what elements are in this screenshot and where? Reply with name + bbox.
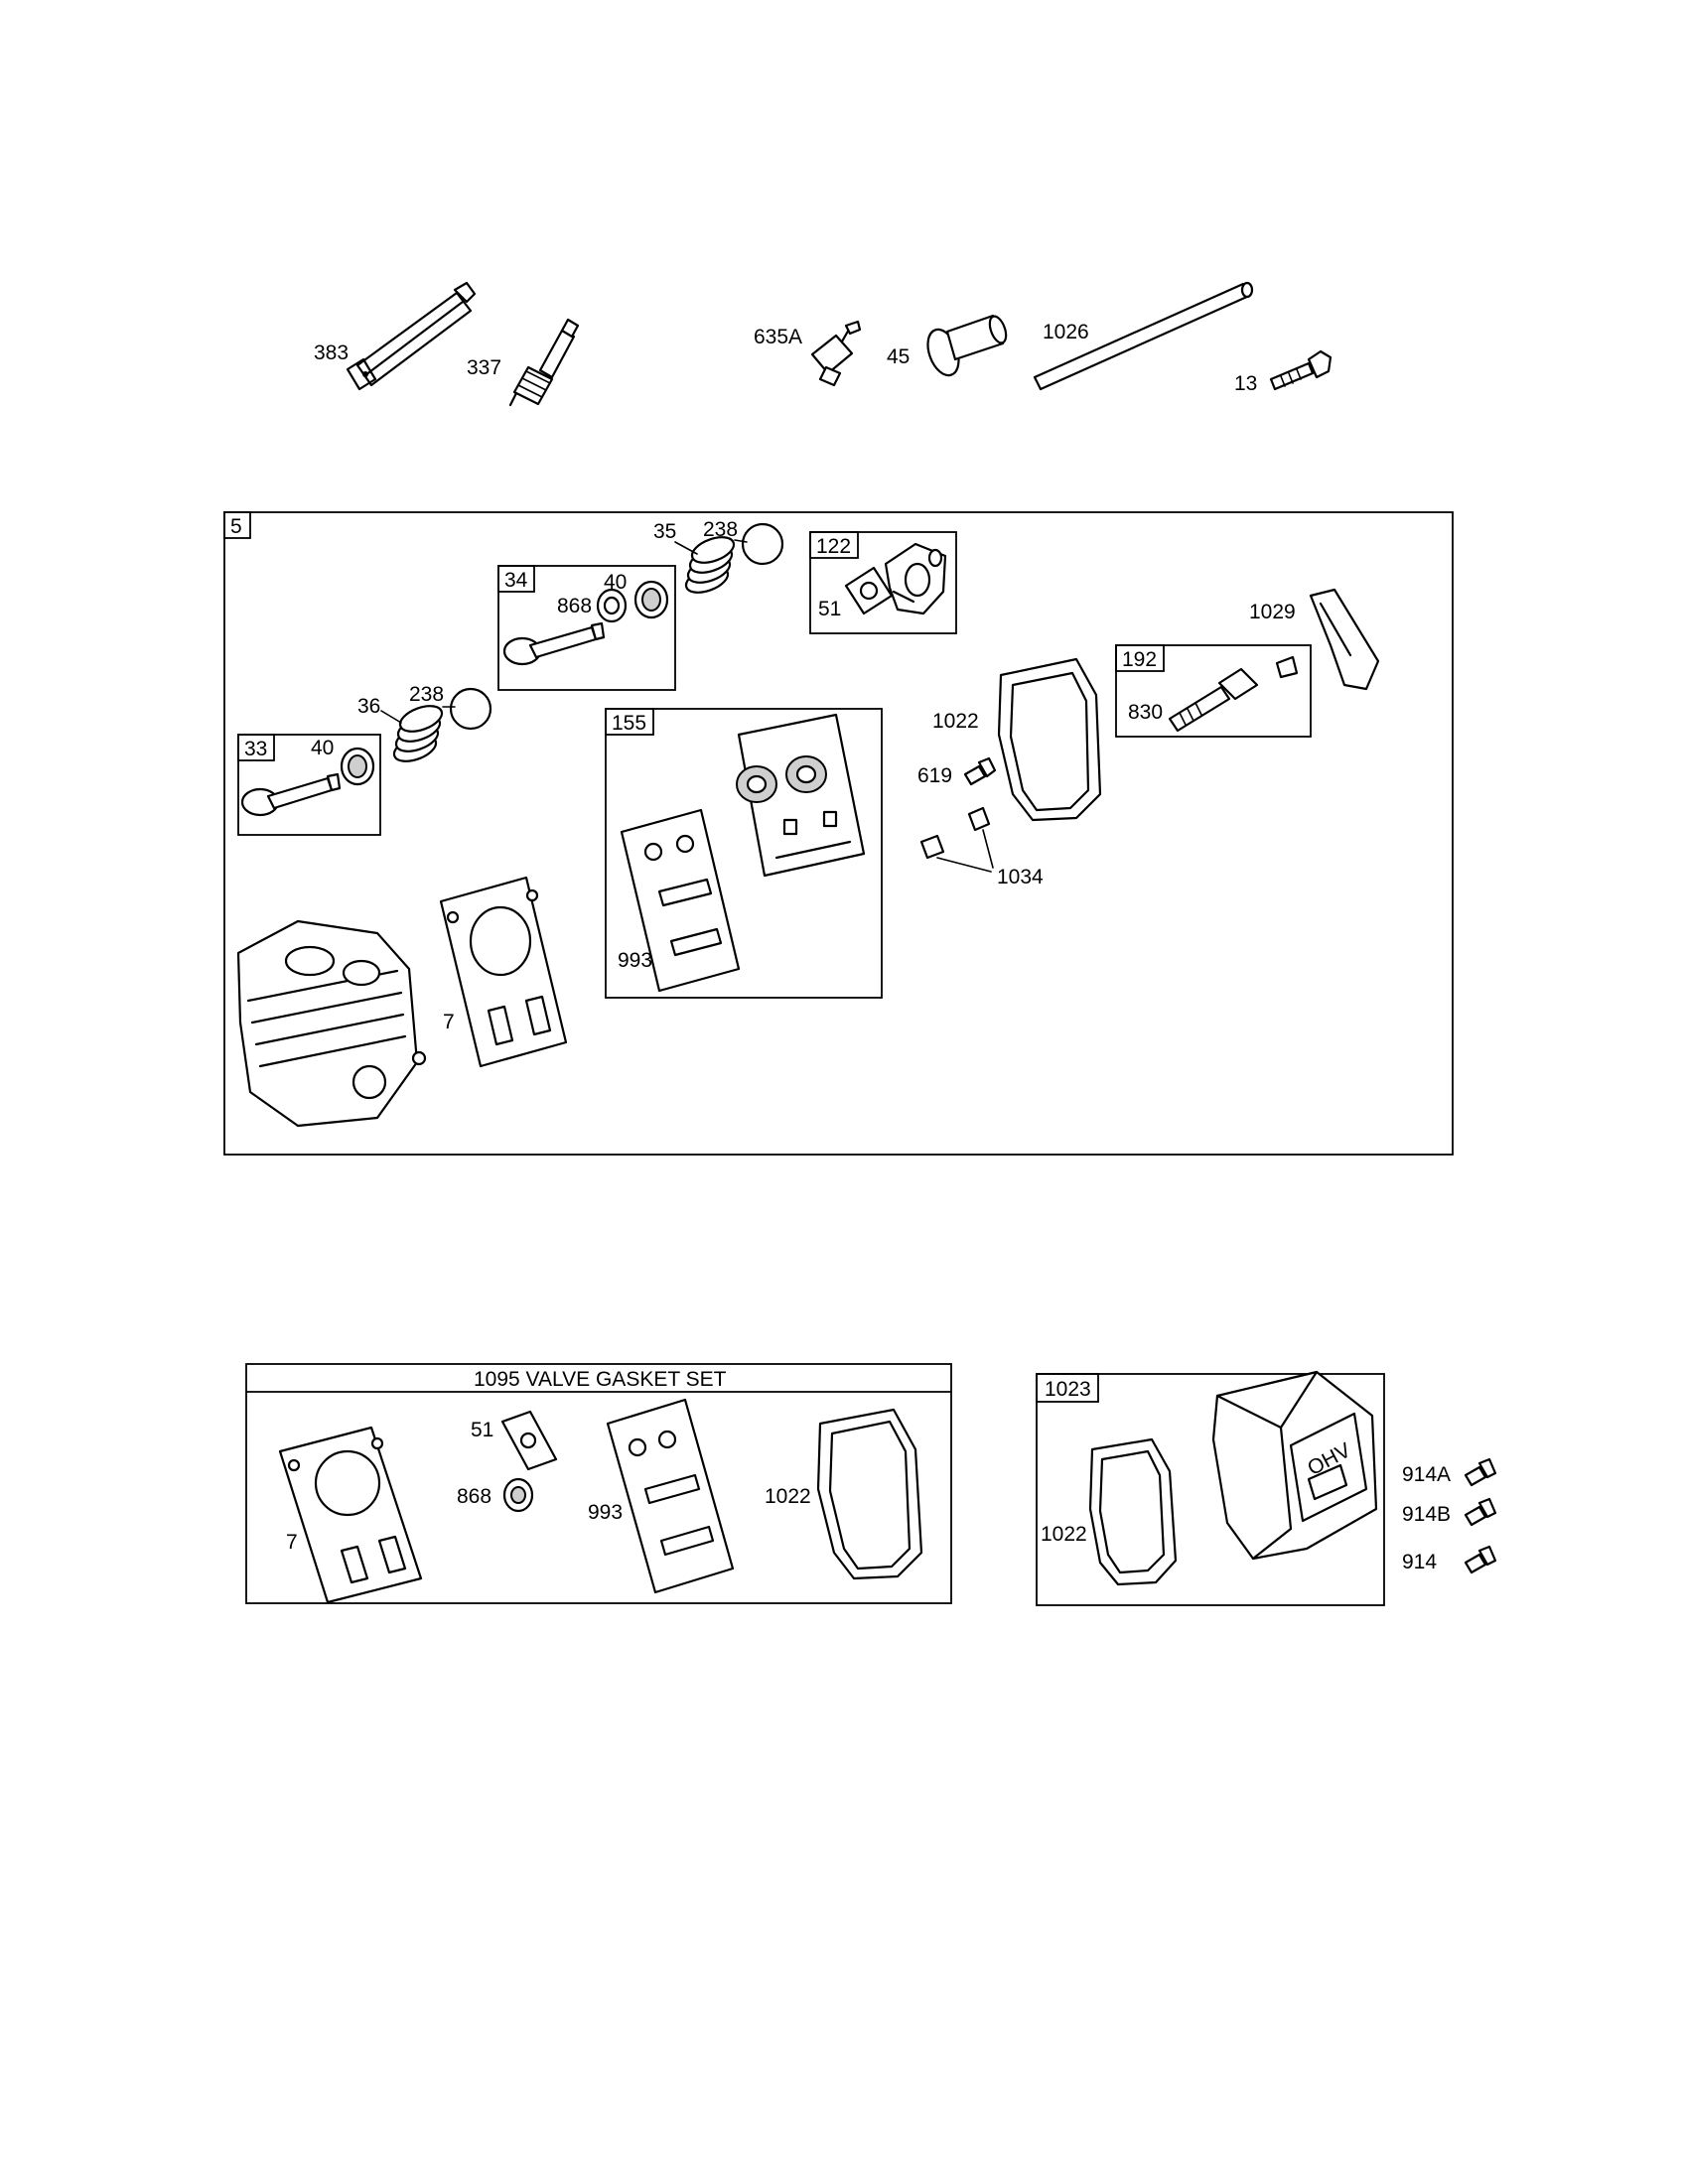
- rocker-stud-830-icon: [1168, 655, 1299, 733]
- spark-plug-337-icon: [508, 318, 580, 407]
- label-383: 383: [314, 341, 349, 364]
- label-box-192: 192: [1122, 648, 1157, 671]
- valve-guide-45-icon: [926, 314, 1008, 377]
- label-13: 13: [1234, 372, 1257, 395]
- label-1034: 1034: [997, 866, 1044, 888]
- set-seal-868-icon: [502, 1477, 534, 1513]
- rocker-cover-plate-icon: [736, 713, 866, 878]
- label-914a: 914A: [1402, 1463, 1451, 1486]
- valve-gasket-993-icon: [620, 808, 741, 993]
- rocker-arm-1029-icon: [1309, 588, 1380, 691]
- label-45: 45: [887, 345, 910, 368]
- label-993-main: 993: [618, 949, 652, 972]
- rocker-cover-icon: [1211, 1370, 1378, 1561]
- rocker-cover-box-1023: [1036, 1373, 1385, 1606]
- assembly-box-34: [497, 565, 676, 691]
- label-619: 619: [917, 764, 952, 787]
- assembly-box-33: [237, 734, 381, 836]
- label-1022-main: 1022: [932, 710, 979, 733]
- label-993-set: 993: [588, 1501, 623, 1524]
- cylinder-head-icon: [236, 919, 427, 1128]
- bolt-13-icon: [1269, 349, 1333, 391]
- cover-gasket-1022-icon: [997, 657, 1102, 822]
- push-rod-1026-icon: [1033, 281, 1254, 391]
- label-830: 830: [1128, 701, 1163, 724]
- label-7-main: 7: [443, 1011, 455, 1033]
- screw-914-icon: [1464, 1545, 1497, 1574]
- label-914: 914: [1402, 1551, 1437, 1573]
- gasket-set-title: 1095 VALVE GASKET SET: [474, 1368, 727, 1391]
- screw-914b-icon: [1464, 1497, 1497, 1527]
- seal-40-top-icon: [633, 580, 669, 619]
- assembly-box-192: [1115, 644, 1312, 738]
- valve-gasket-set-box: [245, 1363, 952, 1604]
- set-gasket-51-icon: [500, 1410, 558, 1471]
- valve-34-icon: [502, 621, 606, 666]
- label-1022-cover: 1022: [1041, 1523, 1087, 1546]
- label-box-122: 122: [816, 535, 851, 558]
- label-box-155: 155: [612, 712, 646, 735]
- label-1022-set: 1022: [765, 1485, 811, 1508]
- set-valve-gasket-993-icon: [606, 1398, 735, 1594]
- spring-36-icon: [392, 705, 444, 762]
- head-gasket-7-icon: [439, 876, 568, 1068]
- label-1026: 1026: [1043, 321, 1089, 343]
- label-box-33: 33: [244, 738, 267, 760]
- assembly-box-122: [809, 531, 957, 634]
- screw-914a-icon: [1464, 1457, 1497, 1487]
- label-868-main: 868: [557, 595, 592, 617]
- retainer-238-lower-icon: [449, 687, 492, 731]
- screw-619-icon: [963, 756, 997, 786]
- label-box-1023: 1023: [1045, 1378, 1091, 1401]
- valve-33-icon: [240, 772, 342, 817]
- assembly-box-5: [223, 511, 1454, 1156]
- label-51: 51: [818, 598, 841, 620]
- retainer-238-icon: [741, 522, 784, 566]
- label-40-lower: 40: [311, 737, 334, 759]
- spring-35-icon: [684, 536, 736, 594]
- label-635a: 635A: [754, 326, 802, 348]
- assembly-box-155: [605, 708, 883, 999]
- label-238-top: 238: [703, 518, 738, 541]
- label-868-set: 868: [457, 1485, 491, 1508]
- label-914b: 914B: [1402, 1503, 1451, 1526]
- label-box-34: 34: [504, 569, 528, 592]
- seal-868-icon: [596, 588, 628, 623]
- intake-adapter-icon: [884, 542, 947, 615]
- label-238-lower: 238: [409, 683, 444, 706]
- label-35: 35: [653, 520, 676, 543]
- tool-383-icon: [346, 281, 477, 391]
- label-337: 337: [467, 356, 501, 379]
- clip-1034-icon: [919, 806, 991, 860]
- label-51-set: 51: [471, 1419, 493, 1441]
- valve-part-635a-icon: [810, 320, 862, 387]
- label-40-top: 40: [604, 571, 627, 594]
- set-head-gasket-7-icon: [278, 1426, 423, 1604]
- set-cover-gasket-1022-icon: [816, 1408, 923, 1580]
- label-1029: 1029: [1249, 601, 1296, 623]
- label-36: 36: [357, 695, 380, 718]
- cover-set-gasket-1022-icon: [1088, 1437, 1178, 1586]
- label-box-5: 5: [230, 515, 242, 538]
- gasket-51-icon: [844, 566, 894, 615]
- seal-40-lower-icon: [340, 747, 375, 786]
- label-7-set: 7: [286, 1531, 298, 1554]
